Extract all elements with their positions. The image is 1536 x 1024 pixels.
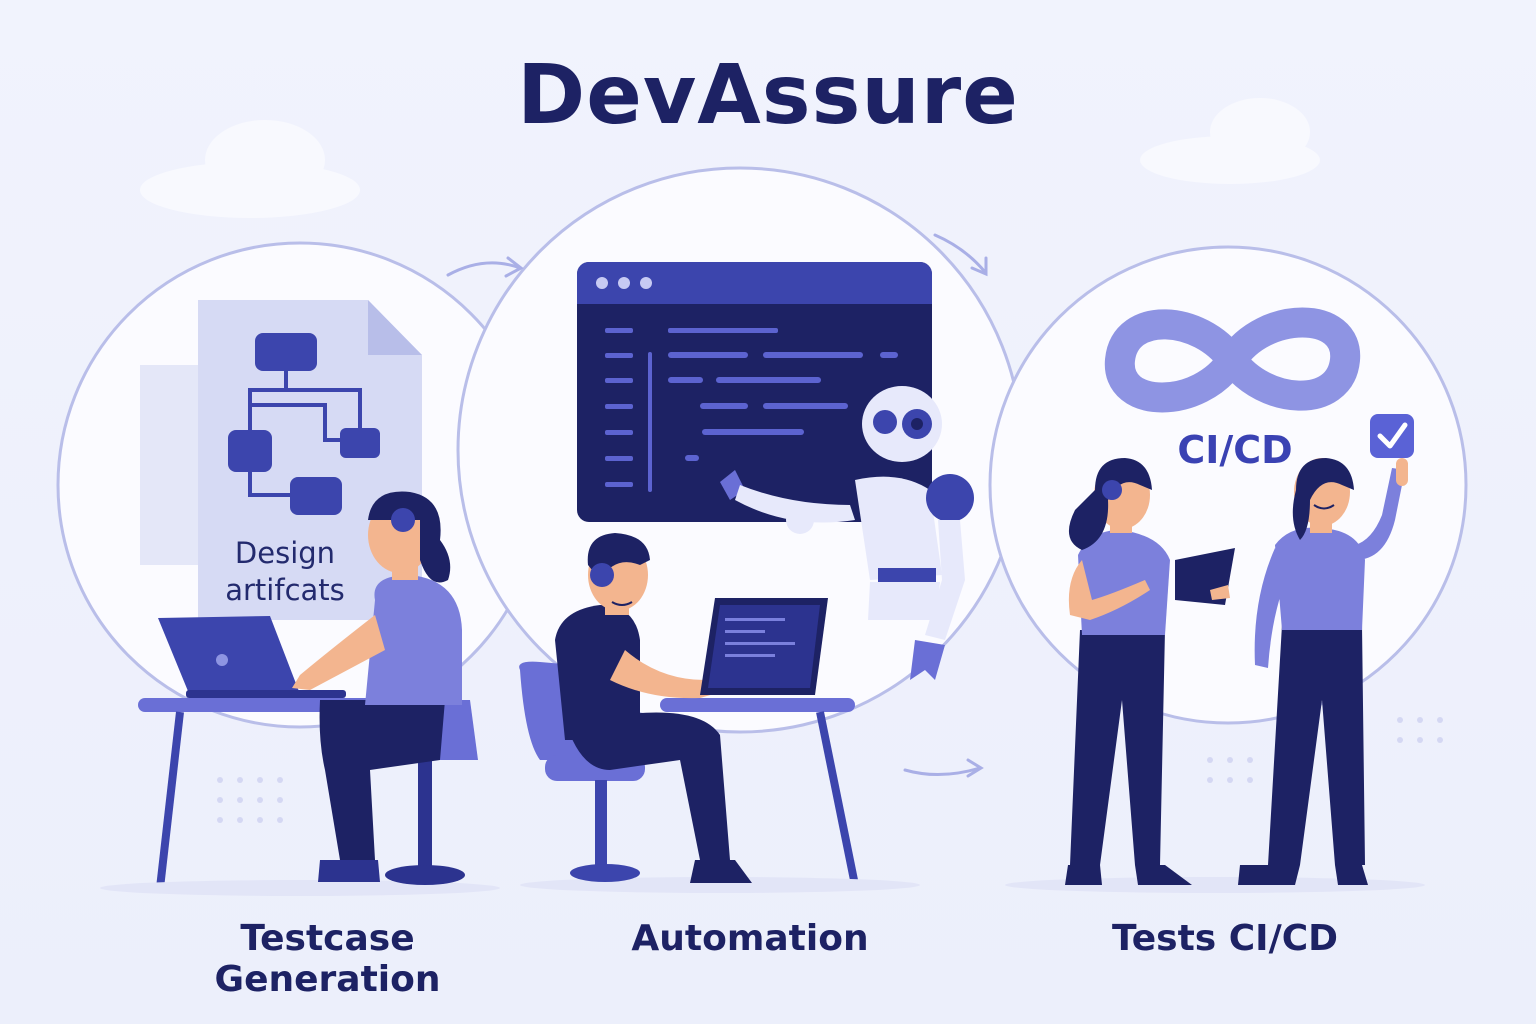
stage-label-cicd: Tests CI/CD [1111,918,1339,959]
infinity-icon [1104,307,1361,413]
stage-label-automation: Automation [631,918,869,959]
floor-shadow-cicd [1005,877,1425,893]
person-cicd-tablet [1065,458,1235,885]
flow-arrow-1 [446,256,524,278]
document-flowchart-icon [140,300,422,620]
cloud-right [1140,98,1320,184]
person-testcase [292,491,478,885]
checkbox-checked-icon [1370,414,1414,458]
page-title: DevAssure [517,48,1019,143]
code-window-icon [577,262,932,522]
person-cicd-pointing [1238,458,1408,885]
flow-arrow-2 [933,233,988,277]
flow-arrow-3 [903,758,984,778]
design-artifacts-label: Design artifcats [225,536,345,607]
person-automation [555,533,752,883]
laptop-automation-icon [700,598,828,695]
laptop-icon [158,616,346,698]
stage-label-testcase: Testcase Generation [214,918,441,1000]
cicd-label: CI/CD [1177,428,1293,472]
cloud-left [140,120,360,218]
dot-pattern-bottom [217,717,1443,823]
robot-icon [720,386,974,680]
